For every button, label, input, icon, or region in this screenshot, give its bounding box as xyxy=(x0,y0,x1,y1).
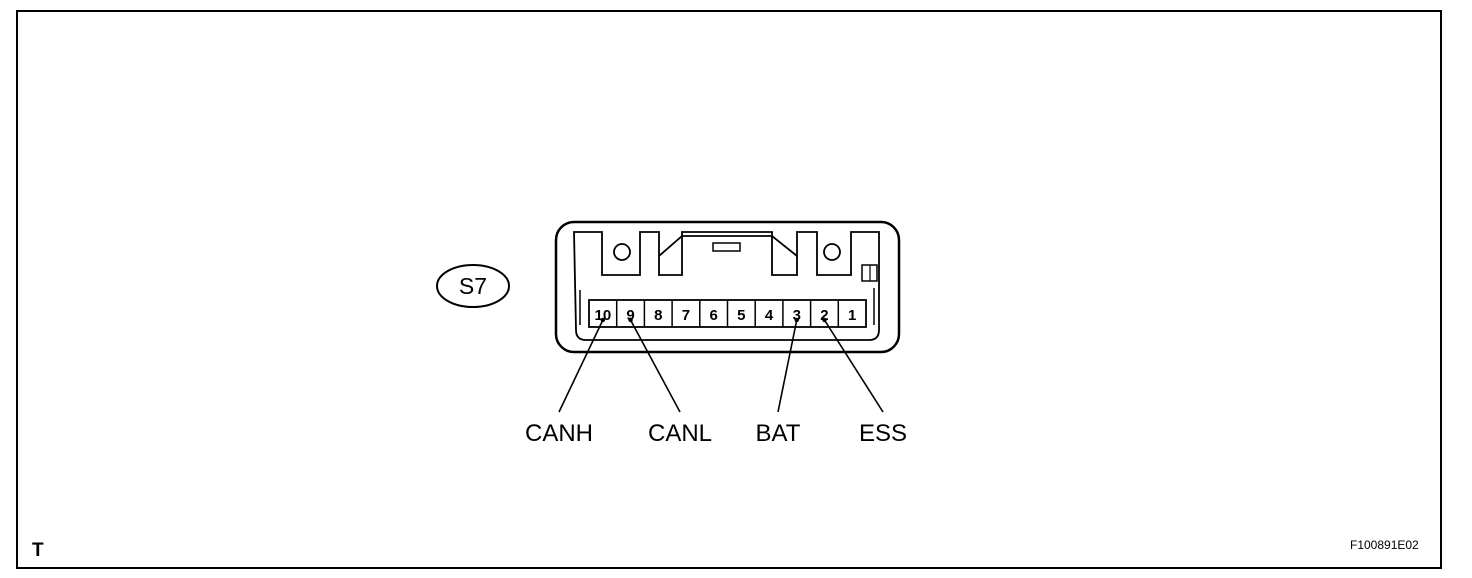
pin-number-7: 7 xyxy=(682,307,690,324)
pin-number-5: 5 xyxy=(737,307,745,324)
pin-number-1: 1 xyxy=(848,307,856,324)
pin-number-6: 6 xyxy=(709,307,717,324)
connector-id: S7 xyxy=(459,273,487,299)
leader-dot-pin-3 xyxy=(794,317,799,323)
connector-housing xyxy=(554,220,901,354)
connector-inner-cavity xyxy=(573,231,880,341)
pin-number-8: 8 xyxy=(654,307,662,324)
leader-dot-pin-2 xyxy=(822,317,827,323)
leader-line-pin-10 xyxy=(558,319,604,413)
leader-dot-pin-10 xyxy=(600,317,606,323)
pin-number-4: 4 xyxy=(765,307,774,324)
pin-number-3: 3 xyxy=(793,307,801,324)
connector-id-badge xyxy=(436,264,510,308)
pin-number-2: 2 xyxy=(820,307,828,324)
leader-line-pin-3 xyxy=(777,319,798,413)
pin-number-9: 9 xyxy=(626,307,634,324)
latch-tab xyxy=(712,242,741,252)
signal-label-ess: ESS xyxy=(859,420,907,447)
signal-label-bat: BAT xyxy=(756,420,801,447)
corner-mark: T xyxy=(32,540,44,561)
leader-dot-pin-9 xyxy=(628,317,633,323)
pin-number-10: 10 xyxy=(595,307,612,324)
signal-label-canl: CANL xyxy=(648,420,712,447)
figure-code: F100891E02 xyxy=(1350,538,1419,552)
leader-line-pin-9 xyxy=(629,319,681,413)
leader-line-pin-2 xyxy=(823,319,884,413)
left-mount-hole xyxy=(613,243,631,261)
signal-label-canh: CANH xyxy=(525,420,593,447)
right-mount-hole xyxy=(823,243,841,261)
connector-latch xyxy=(658,235,798,257)
